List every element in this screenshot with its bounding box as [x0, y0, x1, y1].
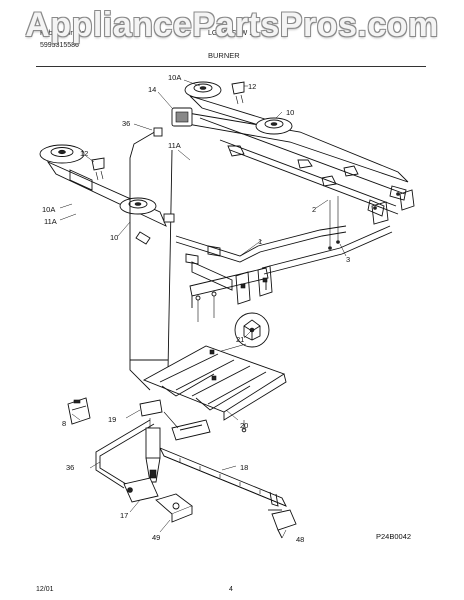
nut-detail [217, 312, 270, 353]
callout-12-left: 12 [80, 149, 88, 158]
footer-date: 12/01 [36, 586, 54, 593]
callout-10a-top: 10A [168, 73, 181, 82]
callout-3: 3 [346, 255, 350, 264]
drawing-code: P24B0042 [376, 532, 412, 541]
thermocouple-line [95, 127, 175, 489]
oven-burner-tube [145, 427, 287, 511]
callout-2: 2 [312, 205, 316, 214]
callout-20: 20 [240, 421, 248, 430]
callout-21: 21 [236, 335, 244, 344]
left-burner-assembly [39, 144, 167, 245]
callout-17: 17 [120, 511, 128, 520]
callout-19: 19 [108, 415, 116, 424]
callout-36-top: 36 [122, 119, 130, 128]
callout-12-top: 12 [248, 82, 256, 91]
callout-14: 14 [148, 85, 156, 94]
callout-10-right: 10 [286, 108, 294, 117]
section-title: BURNER [208, 51, 240, 60]
callout-48: 48 [296, 535, 304, 544]
model-number: LGF 24CTW ... [208, 30, 256, 37]
header-divider [36, 66, 426, 67]
leader-lines [59, 79, 347, 539]
spark-module [67, 397, 91, 425]
publication-label: Publication No. [40, 30, 88, 37]
callout-10-left: 10 [110, 233, 118, 242]
callout-36-bottom: 36 [66, 463, 74, 472]
callout-11a-left: 11A [44, 217, 57, 226]
upper-burner-assembly [171, 81, 409, 217]
callout-10a-left: 10A [42, 205, 55, 214]
safety-valve-bracket [123, 477, 297, 539]
watermark-logo: AppliancePartsPros.com [25, 6, 439, 44]
footer-page-number: 4 [229, 586, 233, 593]
callout-8: 8 [62, 419, 66, 428]
callout-11a-mid: 11A [168, 141, 181, 150]
callout-1: 1 [258, 237, 262, 246]
gas-manifold-pipe [175, 189, 415, 322]
callout-49: 49 [152, 533, 160, 542]
model-number-line2: 5995315586 [40, 42, 79, 49]
burner-shield [142, 345, 287, 433]
callout-labels: 10A 12 14 10 36 11A 12 10A 11A 10 1 2 3 … [42, 73, 350, 544]
callout-18: 18 [240, 463, 248, 472]
